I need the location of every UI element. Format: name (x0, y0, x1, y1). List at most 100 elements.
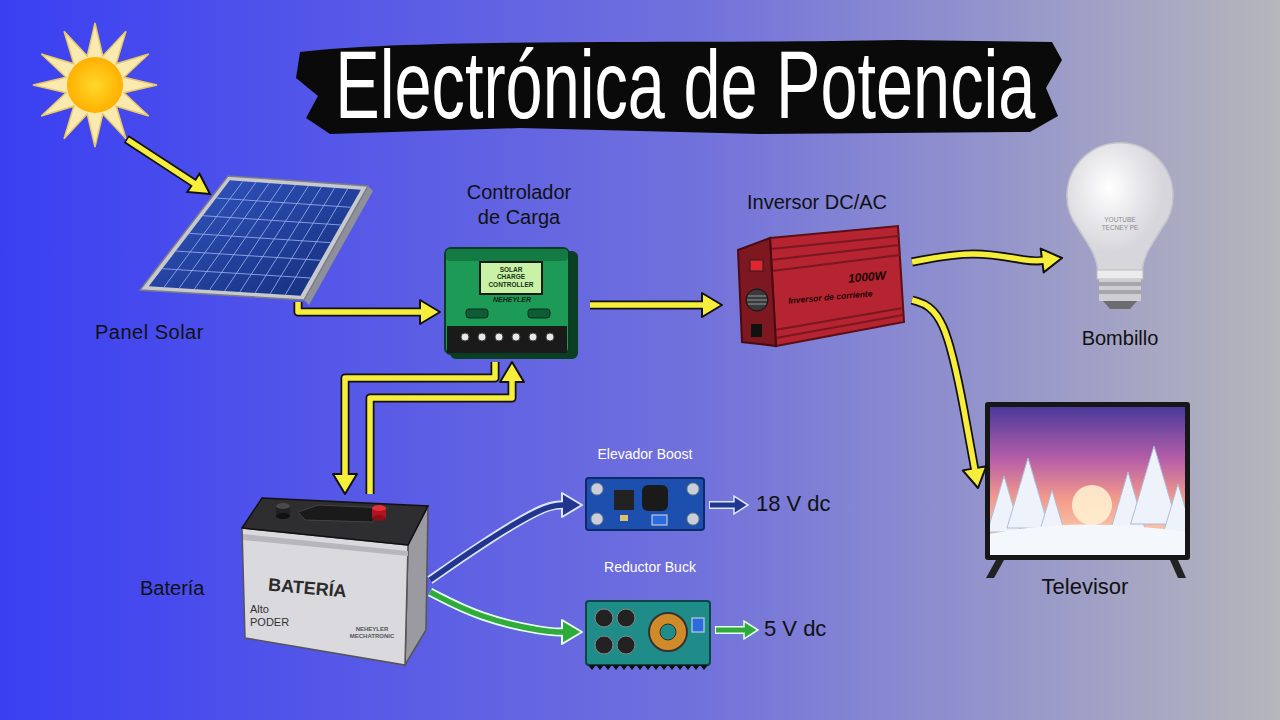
charge-controller (480, 262, 542, 294)
buck-module (692, 618, 704, 632)
boost-module (614, 490, 634, 510)
inverter: Inversor DC/AC1000WInversor de corriente (722, 220, 912, 350)
television (986, 560, 1004, 578)
node-label: Controlador de Carga (459, 180, 579, 230)
sun-arrow (126, 139, 210, 194)
boost-converter: Elevador Boost (582, 474, 708, 534)
arrow-body (430, 592, 566, 632)
light-bulb (1099, 282, 1141, 286)
arrow-body (298, 302, 424, 312)
power-arrow (590, 293, 722, 317)
panel-grid (203, 216, 341, 225)
node-label: Bombillo (1055, 326, 1185, 350)
panel-grid (216, 198, 350, 207)
title: Electrónica de Potencia (335, 37, 1035, 133)
panel-frame (140, 176, 368, 300)
power-arrow (430, 592, 582, 644)
buck-converter: Reductor Buck (582, 597, 714, 669)
node-label: Televisor (1015, 574, 1155, 600)
charge-controller (478, 333, 486, 341)
battery (298, 505, 388, 522)
battery (242, 498, 428, 545)
device-inscription: Alto PODER (250, 603, 298, 628)
light-bulb (1103, 301, 1137, 309)
charge-controller (461, 333, 469, 341)
battery (242, 528, 408, 665)
buck-module (595, 636, 613, 654)
arrow-body (912, 300, 975, 472)
light-bulb (1097, 270, 1143, 279)
buck-module (617, 636, 635, 654)
inverter (738, 238, 776, 346)
boost-module (620, 515, 628, 521)
buck-module (586, 601, 710, 670)
output-arrow-18v (710, 503, 737, 508)
output-voltage: 18 V dc (756, 491, 831, 517)
solar-panel: Panel Solar (140, 174, 372, 302)
battery (372, 515, 386, 521)
node-label: Panel Solar (95, 320, 204, 344)
inverter (776, 315, 903, 338)
charge-controller (466, 309, 488, 318)
node-label: Reductor Buck (580, 559, 720, 576)
power-arrow (298, 300, 440, 324)
power-arrow (430, 493, 582, 580)
television: Televisor (978, 398, 1195, 582)
solar-panel (140, 176, 373, 305)
sun (33, 23, 157, 147)
tv-tree (1007, 458, 1049, 528)
node-label: Batería (140, 576, 204, 600)
buck-module (649, 613, 687, 651)
boost-module (652, 515, 667, 525)
arrow-body (590, 302, 706, 308)
sun-arrow (128, 140, 197, 185)
tv-screen-scene (990, 446, 1185, 555)
charge-controller: Controlador de CargaSOLAR CHARGE CONTROL… (440, 244, 590, 362)
arrow-body (430, 505, 566, 580)
inverter (750, 260, 763, 271)
charge-controller (546, 333, 554, 341)
arrow-outline (430, 592, 562, 632)
charge-controller (445, 248, 569, 354)
battery (372, 505, 386, 511)
output-voltage: 5 V dc (764, 616, 826, 642)
battery (242, 498, 428, 665)
watermark: YOUTUBE TECNEY PE (1098, 216, 1142, 232)
panel-grid (189, 233, 330, 242)
arrow-body (370, 378, 512, 494)
television (990, 407, 1185, 555)
boost-module (586, 478, 704, 530)
inverter (751, 324, 762, 337)
buck-module (660, 624, 676, 640)
power-rating: 1000W (847, 268, 886, 286)
buck-module (586, 601, 710, 665)
tv-snow (990, 524, 1185, 555)
light-bulb: BombilloYOUTUBE TECNEY PE (1062, 138, 1178, 312)
boost-module (586, 478, 704, 530)
battery: BateríaBATERÍAAlto PODERNEHEYLER MECHATR… (238, 494, 430, 668)
output-arrow-5v (716, 628, 747, 633)
charge-controller (445, 248, 578, 359)
charge-controller (446, 249, 568, 261)
inverter (748, 295, 766, 296)
panel-cells (149, 180, 361, 295)
inverter (748, 303, 766, 304)
light-bulb (1067, 143, 1173, 272)
light-bulb (1099, 279, 1141, 301)
boost-module (591, 513, 603, 525)
tv-tree (1163, 484, 1185, 534)
boost-module (687, 513, 699, 525)
television (1170, 560, 1186, 578)
power-arrow (912, 249, 1062, 273)
panel-grid (176, 251, 321, 260)
buck-module (617, 609, 635, 627)
buck-module (595, 609, 613, 627)
charge-controller (495, 333, 503, 341)
node-label: Elevador Boost (575, 446, 715, 463)
arrow-body (912, 254, 1046, 262)
inverter (738, 226, 904, 346)
inverter (770, 226, 904, 346)
